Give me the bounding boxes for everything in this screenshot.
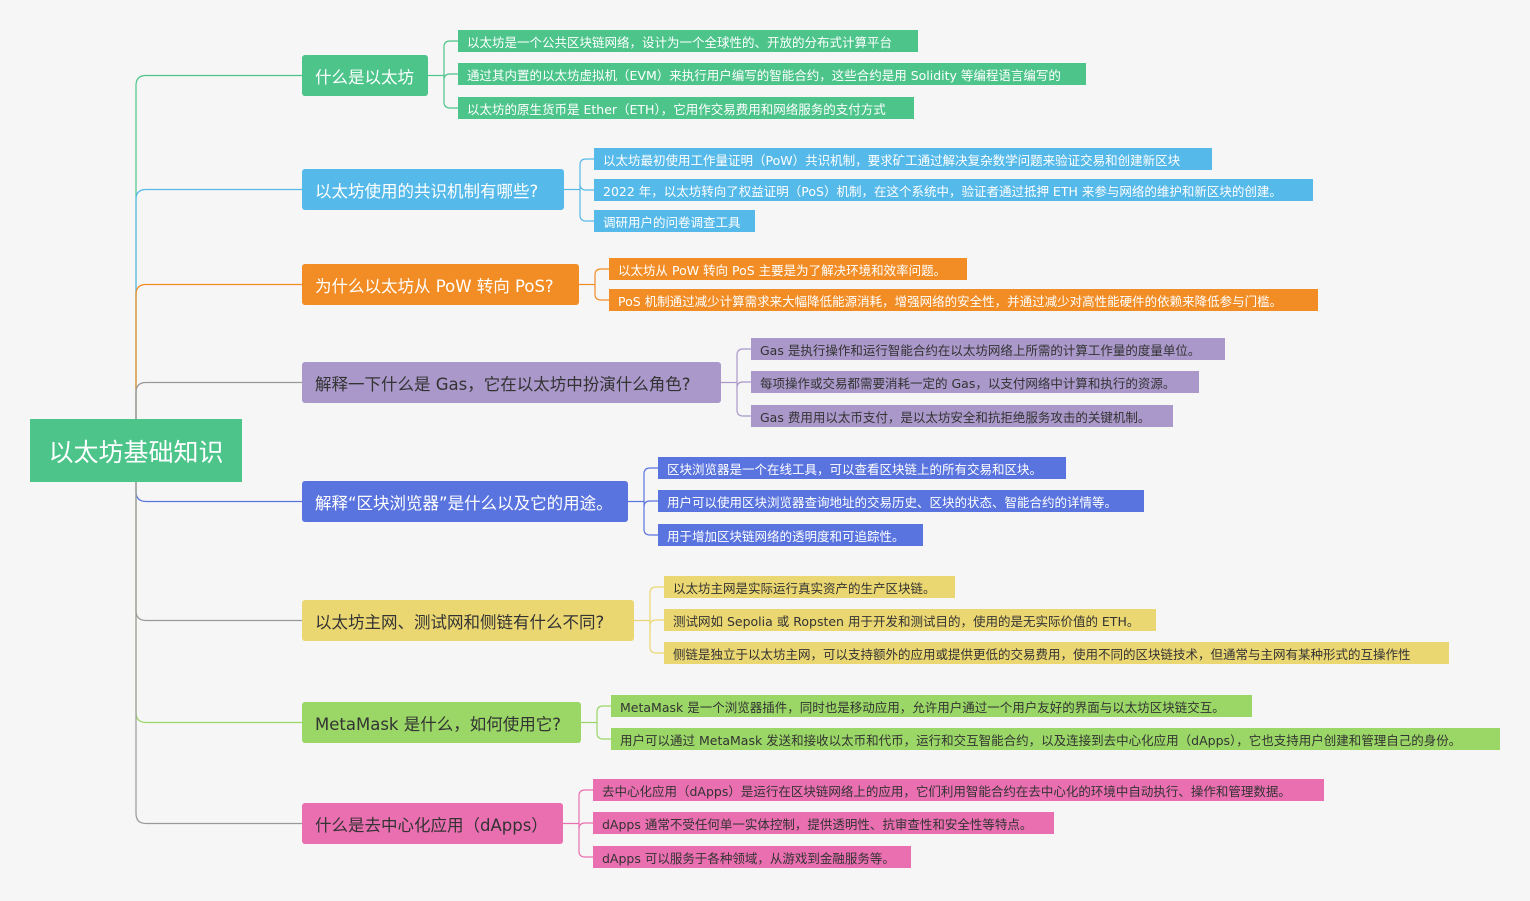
branch-topic[interactable]: 什么是以太坊 — [302, 55, 428, 96]
leaf-connector — [649, 646, 664, 654]
branch-connector — [135, 381, 302, 419]
branch-topic[interactable]: 解释“区块浏览器”是什么以及它的用途。 — [302, 481, 628, 522]
root-topic[interactable]: 以太坊基础知识 — [30, 419, 242, 482]
subtopic[interactable]: dApps 通常不受任何单一实体控制，提供透明性、抗审查性和安全性等特点。 — [593, 812, 1054, 834]
leaf-connector — [443, 73, 458, 81]
leaf-connector — [594, 268, 609, 276]
leaf-connector — [579, 214, 594, 222]
leaf-connector — [579, 158, 594, 166]
subtopic[interactable]: Gas 费用用以太币支付，是以太坊安全和抗拒绝服务攻击的关键机制。 — [751, 405, 1173, 427]
branch-connector — [135, 188, 302, 419]
leaf-connector — [578, 789, 593, 797]
leaf-connector — [649, 586, 664, 594]
subtopic[interactable]: 2022 年，以太坊转向了权益证明（PoS）机制，在这个系统中，验证者通过抵押 … — [594, 179, 1313, 201]
leaf-connector — [578, 850, 593, 858]
leaf-connector — [736, 409, 751, 417]
subtopic[interactable]: Gas 是执行操作和运行智能合约在以太坊网络上所需的计算工作量的度量单位。 — [751, 338, 1225, 360]
leaf-connector — [596, 732, 611, 740]
branch-connector — [135, 482, 302, 503]
subtopic[interactable]: 测试网如 Sepolia 或 Ropsten 用于开发和测试目的，使用的是无实际… — [664, 609, 1156, 631]
subtopic[interactable]: 以太坊从 PoW 转向 PoS 主要是为了解决环境和效率问题。 — [609, 258, 967, 280]
leaf-connector — [443, 40, 458, 48]
branch-topic[interactable]: 以太坊使用的共识机制有哪些? — [302, 169, 564, 210]
subtopic[interactable]: PoS 机制通过减少计算需求来大幅降低能源消耗，增强网络的安全性，并通过减少对高… — [609, 289, 1318, 311]
branch-topic[interactable]: 以太坊主网、测试网和侧链有什么不同? — [302, 600, 634, 641]
leaf-connector — [736, 381, 751, 389]
branch-topic[interactable]: 为什么以太坊从 PoW 转向 PoS? — [302, 264, 579, 305]
subtopic[interactable]: 去中心化应用（dApps）是运行在区块链网络上的应用，它们利用智能合约在去中心化… — [593, 779, 1324, 801]
branch-topic[interactable]: 什么是去中心化应用（dApps） — [302, 803, 563, 844]
subtopic[interactable]: 以太坊的原生货币是 Ether（ETH），它用作交易费用和网络服务的支付方式 — [458, 97, 914, 119]
branch-connector — [135, 482, 302, 825]
branch-connector — [135, 482, 302, 724]
subtopic[interactable]: 以太坊是一个公共区块链网络，设计为一个全球性的、开放的分布式计算平台 — [458, 30, 918, 52]
leaf-connector — [643, 500, 658, 508]
leaf-connector — [579, 183, 594, 191]
branch-topic[interactable]: MetaMask 是什么，如何使用它? — [302, 702, 581, 743]
leaf-connector — [596, 705, 611, 713]
subtopic[interactable]: 每项操作或交易都需要消耗一定的 Gas，以支付网络中计算和执行的资源。 — [751, 371, 1199, 393]
subtopic[interactable]: MetaMask 是一个浏览器插件，同时也是移动应用，允许用户通过一个用户友好的… — [611, 695, 1252, 717]
leaf-connector — [643, 528, 658, 536]
subtopic[interactable]: 以太坊主网是实际运行真实资产的生产区块链。 — [664, 576, 955, 598]
subtopic[interactable]: 调研用户的问卷调查工具 — [594, 210, 755, 232]
subtopic[interactable]: 用户可以通过 MetaMask 发送和接收以太币和代币，运行和交互智能合约，以及… — [611, 728, 1500, 750]
leaf-connector — [594, 293, 609, 301]
subtopic[interactable]: 侧链是独立于以太坊主网，可以支持额外的应用或提供更低的交易费用，使用不同的区块链… — [664, 642, 1449, 664]
branch-connector — [135, 283, 302, 419]
subtopic[interactable]: 以太坊最初使用工作量证明（PoW）共识机制，要求矿工通过解决复杂数学问题来验证交… — [594, 148, 1212, 170]
leaf-connector — [736, 348, 751, 356]
leaf-connector — [443, 101, 458, 109]
subtopic[interactable]: dApps 可以服务于各种领域，从游戏到金融服务等。 — [593, 846, 911, 868]
leaf-connector — [649, 619, 664, 627]
subtopic[interactable]: 通过其内置的以太坊虚拟机（EVM）来执行用户编写的智能合约，这些合约是用 Sol… — [458, 63, 1086, 85]
branch-connector — [135, 74, 302, 419]
subtopic[interactable]: 用户可以使用区块浏览器查询地址的交易历史、区块的状态、智能合约的详情等。 — [658, 490, 1144, 512]
subtopic[interactable]: 用于增加区块链网络的透明度和可追踪性。 — [658, 524, 923, 546]
branch-topic[interactable]: 解释一下什么是 Gas，它在以太坊中扮演什么角色? — [302, 362, 721, 403]
branch-connector — [135, 482, 302, 622]
leaf-connector — [643, 467, 658, 475]
leaf-connector — [578, 822, 593, 830]
subtopic[interactable]: 区块浏览器是一个在线工具，可以查看区块链上的所有交易和区块。 — [658, 457, 1066, 479]
